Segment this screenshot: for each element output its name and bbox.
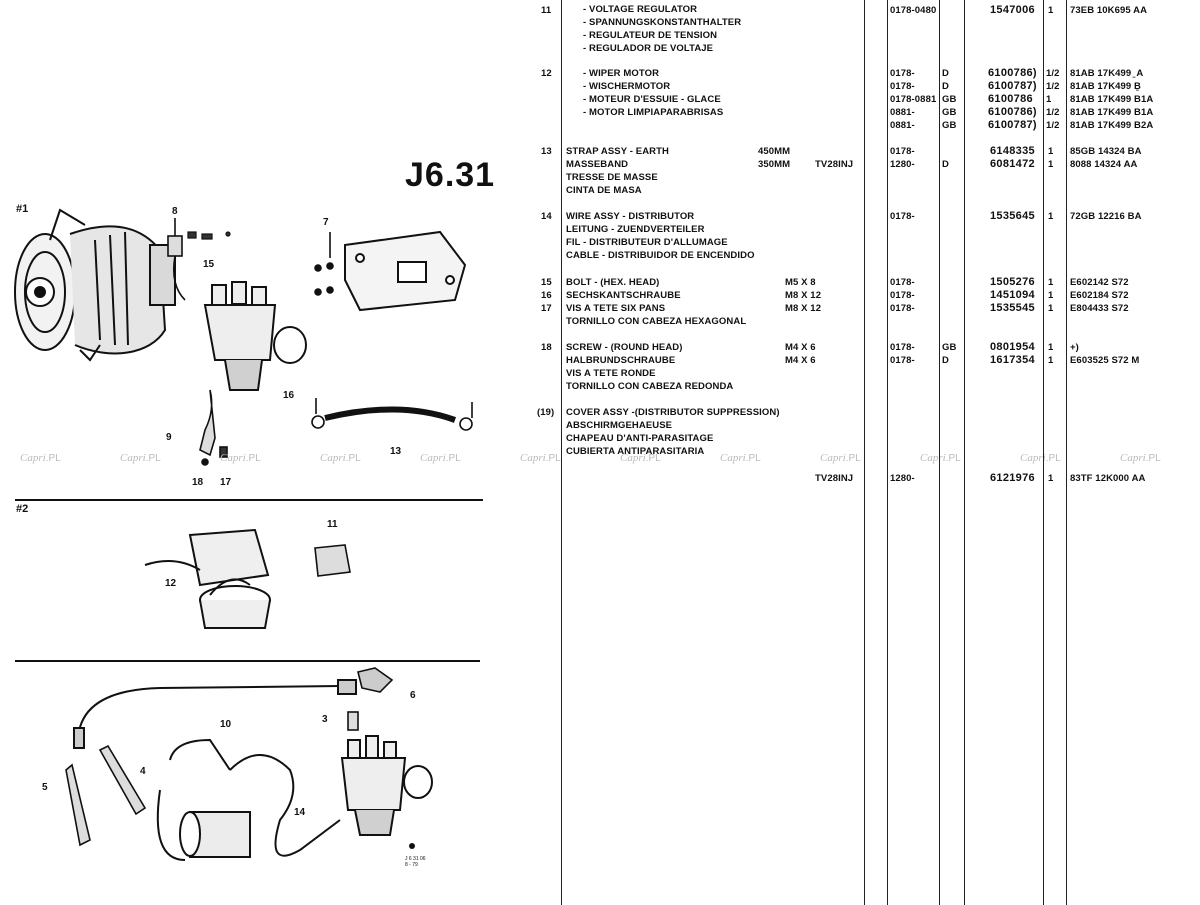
callout-5: 5: [42, 782, 48, 793]
part-14-wire: [229, 754, 341, 857]
watermark: Capri.PL: [120, 452, 161, 464]
distributor-2-drawing: [340, 735, 433, 836]
section-label-1: #1: [16, 203, 29, 215]
callout-16: 16: [283, 390, 295, 401]
distributor-drawing: [203, 281, 307, 391]
column-rule: [964, 0, 965, 905]
part-6-rotor: [357, 667, 394, 693]
watermark: Capri.PL: [920, 452, 961, 464]
watermark: Capri.PL: [420, 452, 461, 464]
callout-4: 4: [140, 766, 146, 777]
callout-15: 15: [203, 259, 215, 270]
part-11-regulator: [314, 544, 351, 577]
description: - VOLTAGE REGULATOR- SPANNUNGSKONSTANTHA…: [583, 4, 742, 54]
section-label-2: #2: [16, 503, 29, 515]
part-8-connector: [167, 218, 186, 301]
callout-13: 13: [390, 446, 402, 457]
callout-10: 10: [220, 719, 232, 730]
watermark: Capri.PL: [820, 452, 861, 464]
watermark: Capri.PL: [220, 452, 261, 464]
callout-7: 7: [323, 217, 329, 228]
callout-12: 12: [165, 578, 177, 589]
wiper-motor-drawing: [144, 528, 271, 629]
watermark: Capri.PL: [1020, 452, 1061, 464]
callout-14: 14: [294, 807, 306, 818]
part-4-plug-connector: [98, 744, 147, 816]
watermark: Capri.PL: [20, 452, 61, 464]
description: COVER ASSY -(DISTRIBUTOR SUPPRESSION)ABS…: [566, 407, 780, 457]
column-rule: [939, 0, 940, 905]
regulator-housing-drawing: [344, 230, 467, 312]
callout-6: 6: [410, 690, 416, 701]
callout-11: 11: [327, 519, 338, 530]
column-rule: [887, 0, 888, 905]
column-rule: [1043, 0, 1044, 905]
part-7-bracket: [314, 232, 334, 296]
callout-8: 8: [172, 206, 178, 217]
callout-18: 18: [192, 477, 204, 488]
alternator-drawing: [14, 208, 176, 362]
part-3-cap-clip: [347, 711, 359, 731]
description: - WIPER MOTOR- WISCHERMOTOR- MOTEUR D'ES…: [583, 68, 724, 118]
watermark: Capri.PL: [320, 452, 361, 464]
watermark: Capri.PL: [620, 452, 661, 464]
column-rule: [1066, 0, 1067, 905]
ignition-coil-drawing: [156, 738, 251, 861]
callout-17: 17: [220, 477, 232, 488]
part-9-clip: [199, 389, 228, 466]
parts-illustration: [14, 208, 483, 861]
watermark: Capri.PL: [1120, 452, 1161, 464]
column-rule: [864, 0, 865, 905]
callout-3: 3: [322, 714, 328, 725]
watermark: Capri.PL: [720, 452, 761, 464]
ht-lead-drawing: [73, 679, 357, 749]
watermark: Capri.PL: [520, 452, 561, 464]
column-rule: [561, 0, 562, 905]
part-15-bolt: [187, 231, 231, 240]
part-13-earth-strap: [311, 398, 473, 431]
callout-9: 9: [166, 432, 172, 443]
figure-reference: J6.31: [405, 156, 496, 194]
part-5-plug-connector: [65, 763, 91, 847]
